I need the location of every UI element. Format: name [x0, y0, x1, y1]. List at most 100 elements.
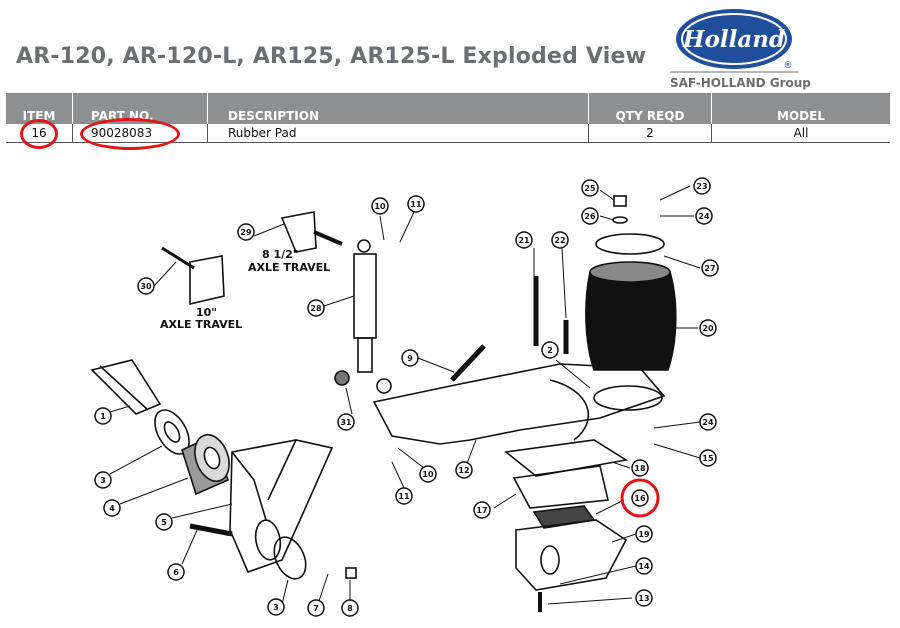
callout-30: 30 — [137, 277, 155, 295]
callout-25: 25 — [581, 179, 599, 197]
leader-27 — [663, 255, 701, 269]
callout-5: 5 — [155, 513, 173, 531]
callout-24b: 24 — [699, 413, 717, 431]
washer-26 — [612, 216, 628, 224]
callout-8: 8 — [341, 599, 359, 617]
callout-29: 29 — [237, 223, 255, 241]
plate-18 — [504, 439, 629, 477]
logo-text: Holland — [682, 26, 785, 53]
airspring-piston — [593, 385, 663, 411]
parts-table: ITEM PART NO. DESCRIPTION QTY REQD MODEL… — [6, 93, 890, 143]
leader-13 — [547, 597, 633, 605]
leader-7 — [317, 573, 329, 605]
leader-31 — [345, 387, 353, 415]
svg-text:25: 25 — [584, 184, 596, 193]
leader-19 — [611, 533, 637, 543]
leader-18 — [611, 461, 631, 469]
svg-text:23: 23 — [696, 182, 707, 191]
leader-3 — [109, 445, 163, 475]
svg-text:31: 31 — [340, 418, 352, 427]
cell-model: All — [711, 124, 890, 143]
callout-26: 26 — [581, 207, 599, 225]
leader-2 — [555, 359, 591, 389]
svg-text:21: 21 — [518, 236, 530, 245]
arm-1 — [90, 359, 162, 415]
svg-text:3: 3 — [273, 603, 279, 612]
leader-5 — [171, 503, 233, 519]
leader-17 — [493, 493, 517, 509]
header-item: ITEM — [6, 93, 73, 124]
leader-23 — [659, 185, 691, 201]
leader-28 — [323, 295, 355, 307]
callout-17: 17 — [473, 501, 491, 519]
svg-text:24: 24 — [702, 418, 714, 427]
svg-text:14: 14 — [638, 562, 650, 571]
svg-text:28: 28 — [310, 304, 322, 313]
travel-label-10: 10" — [196, 306, 217, 319]
callout-7: 7 — [307, 599, 325, 617]
svg-text:27: 27 — [704, 264, 715, 273]
leader-24b — [653, 421, 701, 429]
bracket-19 — [515, 519, 628, 591]
exploded-view-diagram: 1 2 3 3 4 5 6 7 8 9 10 10 11 11 12 13 14… — [90, 177, 719, 617]
leader-10b — [397, 447, 425, 469]
bolt-30 — [161, 246, 195, 270]
leader-11b — [391, 461, 405, 489]
leader-26 — [599, 215, 615, 221]
seat-17 — [512, 465, 609, 509]
callout-20: 20 — [699, 319, 717, 337]
callout-3: 3 — [94, 471, 112, 489]
callout-11: 11 — [407, 195, 425, 213]
hanger-5 — [229, 439, 334, 574]
callout-9: 9 — [401, 349, 419, 367]
callout-12: 12 — [455, 461, 473, 479]
leader-16 — [595, 499, 625, 515]
leader-6 — [181, 527, 199, 565]
leader-29 — [253, 223, 285, 237]
bolt-9 — [450, 344, 486, 382]
callout-28: 28 — [307, 299, 325, 317]
svg-text:13: 13 — [638, 594, 649, 603]
shock-28-body — [353, 253, 377, 339]
logo-oval — [676, 9, 792, 69]
svg-text:18: 18 — [634, 464, 646, 473]
svg-text:29: 29 — [240, 228, 252, 237]
leader-11 — [399, 211, 415, 243]
highlight-callout-16-ring — [620, 478, 660, 518]
svg-text:2: 2 — [547, 346, 553, 355]
header-qty: QTY REQD — [588, 93, 712, 124]
arm-1-edge — [99, 365, 149, 411]
page-title: AR-120, AR-120-L, AR125, AR125-L Explode… — [16, 44, 647, 69]
callout-3b: 3 — [267, 598, 285, 616]
washer-3b — [273, 536, 307, 580]
callout-23: 23 — [693, 177, 711, 195]
svg-text:4: 4 — [109, 504, 115, 513]
logo-oval-ring — [681, 13, 787, 65]
bracket-19-bore — [540, 545, 560, 575]
holland-logo: Holland ® — [670, 9, 798, 73]
callouts: 1 2 3 3 4 5 6 7 8 9 10 10 11 11 12 13 14… — [94, 177, 719, 617]
group-text: SAF-HOLLAND Group — [670, 76, 811, 90]
leader-3b — [281, 579, 289, 605]
header-model: MODEL — [711, 93, 890, 124]
leader-10 — [379, 215, 385, 241]
bolt-6 — [189, 523, 233, 537]
svg-text:30: 30 — [140, 282, 152, 291]
nut-25 — [613, 195, 627, 207]
leader-25 — [599, 189, 615, 201]
bushing-4-hole — [203, 446, 221, 470]
callout-4: 4 — [103, 499, 121, 517]
bushing-31 — [334, 370, 350, 386]
travel-label-8: 8 1/2" — [262, 248, 299, 261]
header-description: DESCRIPTION — [207, 93, 589, 124]
callout-27: 27 — [701, 259, 719, 277]
svg-text:26: 26 — [584, 212, 596, 221]
svg-text:12: 12 — [458, 466, 469, 475]
diagram-parts — [90, 195, 677, 612]
beam-12-curve — [549, 379, 590, 441]
callout-16: 16 — [631, 489, 649, 507]
travel-label-8-b: AXLE TRAVEL — [248, 261, 330, 274]
callout-11b: 11 — [395, 487, 413, 505]
hanger-5-ribs — [231, 439, 297, 521]
table-row: 16 90028083 Rubber Pad 2 All — [6, 124, 890, 143]
